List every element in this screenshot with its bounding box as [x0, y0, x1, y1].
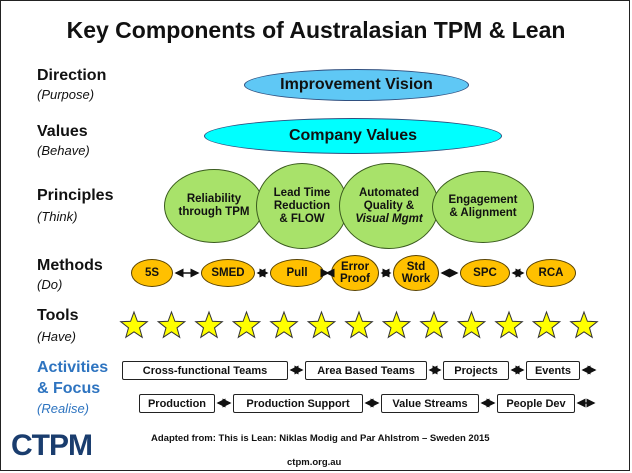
tool-star-icon: [344, 310, 374, 339]
tool-star-icon: [194, 310, 224, 339]
principle-text: through TPM: [178, 206, 250, 218]
method-text: Pull: [286, 267, 308, 279]
tool-star-icon: [231, 310, 262, 339]
activity-events: Events: [526, 361, 580, 380]
method-text: SPC: [473, 267, 497, 279]
ctpm-logo: CTPM: [11, 429, 93, 462]
level-methods-label: Methods: [37, 257, 103, 274]
level-activities-label: Activities: [37, 359, 109, 376]
method-5s: 5S: [131, 259, 173, 287]
activity-production: Production: [139, 394, 215, 413]
method-spc: SPC: [460, 259, 510, 287]
slide-title: Key Components of Australasian TPM & Lea…: [66, 17, 566, 43]
principle-engagement-ellipse: Engagement& Alignment: [432, 171, 534, 243]
level-values-sub: (Behave): [37, 143, 90, 158]
level-values-label: Values: [37, 123, 88, 140]
principle-text: Lead Time: [273, 186, 331, 199]
tool-star-icon: [156, 310, 187, 339]
principle-text: Reliability: [186, 193, 242, 205]
level-principles-label: Principles: [37, 187, 114, 204]
principle-text: Engagement: [448, 194, 518, 206]
level-direction-label: Direction: [37, 67, 107, 84]
method-text: 5S: [144, 267, 160, 279]
level-tools-sub: (Have): [37, 329, 77, 344]
method-text: Error: [340, 261, 370, 273]
tool-star-icon: [119, 310, 149, 339]
level-principles-sub: (Think): [37, 209, 78, 224]
tool-star-icon: [569, 310, 599, 339]
principle-text: Reduction: [273, 199, 331, 212]
tool-star-icon: [269, 310, 299, 339]
tool-star-icon: [494, 310, 524, 339]
tool-star-icon: [381, 310, 412, 339]
improvement-vision-text: Improvement Vision: [280, 76, 433, 93]
activity-area-based-teams: Area Based Teams: [305, 361, 427, 380]
principle-text: & FLOW: [279, 212, 325, 225]
level-activities-label-2: & Focus: [37, 380, 101, 397]
method-text: SMED: [211, 267, 245, 279]
company-values-text: Company Values: [288, 127, 418, 144]
level-tools-label: Tools: [37, 307, 79, 324]
principle-text: Quality &: [363, 199, 415, 212]
method-text: Work: [401, 273, 431, 285]
method-text: Proof: [339, 273, 371, 285]
tool-star-icon: [456, 310, 487, 339]
activity-value-streams: Value Streams: [381, 394, 479, 413]
activity-projects: Projects: [443, 361, 509, 380]
method-text: Std: [406, 261, 426, 273]
method-text: RCA: [538, 267, 564, 279]
activity-production-support: Production Support: [233, 394, 363, 413]
level-methods-sub: (Do): [37, 277, 63, 292]
footer-url: ctpm.org.au: [287, 457, 342, 468]
method-rca: RCA: [526, 259, 576, 287]
principle-text: Automated: [358, 186, 420, 199]
tool-star-icon: [531, 310, 562, 339]
level-direction-sub: (Purpose): [37, 87, 95, 102]
tool-star-icon: [419, 310, 449, 339]
activity-people-dev: People Dev: [497, 394, 575, 413]
improvement-vision-ellipse: Improvement Vision: [244, 69, 469, 101]
company-values-ellipse: Company Values: [204, 118, 502, 154]
principle-text: Visual Mgmt: [355, 212, 423, 225]
principle-text: & Alignment: [449, 207, 517, 219]
method-pull: Pull: [270, 259, 324, 287]
activity-cross-functional-teams: Cross-functional Teams: [122, 361, 288, 380]
footer-credit: Adapted from: This is Lean: Niklas Modig…: [151, 433, 490, 444]
level-activities-sub: (Realise): [37, 401, 90, 416]
method-smed: SMED: [201, 259, 255, 287]
tool-star-icon: [306, 310, 337, 339]
